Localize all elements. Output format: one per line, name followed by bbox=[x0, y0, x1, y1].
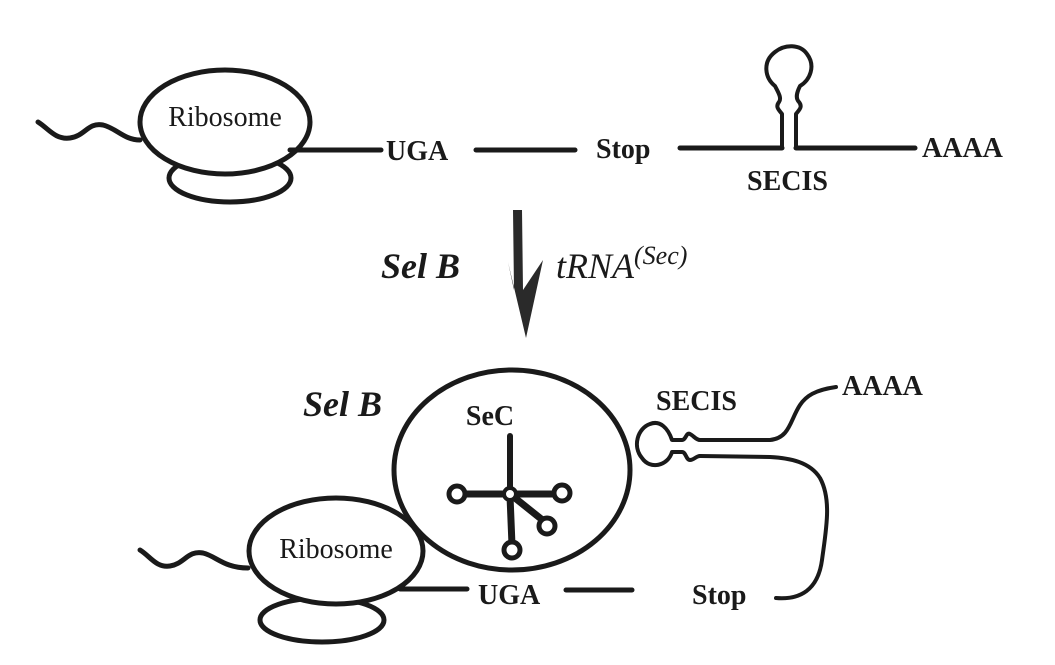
trna-cloverleaf bbox=[446, 433, 573, 561]
top-nascent-peptide bbox=[35, 119, 143, 143]
top-stop-codon: Stop bbox=[596, 134, 650, 165]
selb-protein bbox=[391, 367, 633, 573]
top-uga-codon: UGA bbox=[386, 136, 449, 167]
top-ribosome-label: Ribosome bbox=[168, 102, 282, 133]
bottom-secis-hairpin bbox=[634, 385, 838, 468]
bottom-secis-label: SECIS bbox=[656, 386, 737, 417]
trna-superscript: (Sec) bbox=[634, 241, 687, 270]
top-secis-hairpin bbox=[764, 44, 814, 150]
bottom-complex: Sel B SeC Ribosome UGA Stop SECIS AAAA bbox=[137, 367, 924, 645]
top-polya-tail: AAAA bbox=[922, 133, 1004, 164]
bottom-nascent-peptide bbox=[137, 547, 251, 571]
selb-label: Sel B bbox=[303, 384, 382, 424]
trna-main: tRNA bbox=[556, 246, 635, 286]
reaction-arrow bbox=[508, 210, 543, 338]
bottom-uga-codon: UGA bbox=[478, 580, 541, 611]
bottom-mrna-loop bbox=[698, 454, 830, 601]
top-secis-label: SECIS bbox=[747, 166, 828, 197]
bottom-ribosome-large-subunit bbox=[246, 495, 426, 607]
top-ribosome-large-subunit bbox=[137, 67, 313, 177]
transition-step: Sel B tRNA(Sec) bbox=[381, 210, 687, 338]
bottom-polya-tail: AAAA bbox=[842, 371, 924, 402]
bottom-ribosome-label: Ribosome bbox=[279, 534, 393, 565]
trna-label: tRNA(Sec) bbox=[556, 241, 687, 286]
top-mrna-complex: Ribosome UGA Stop SECIS AAAA bbox=[35, 44, 1004, 205]
selb-factor-label: Sel B bbox=[381, 246, 460, 286]
bottom-stop-codon: Stop bbox=[692, 580, 746, 611]
sec-label: SeC bbox=[466, 401, 514, 432]
